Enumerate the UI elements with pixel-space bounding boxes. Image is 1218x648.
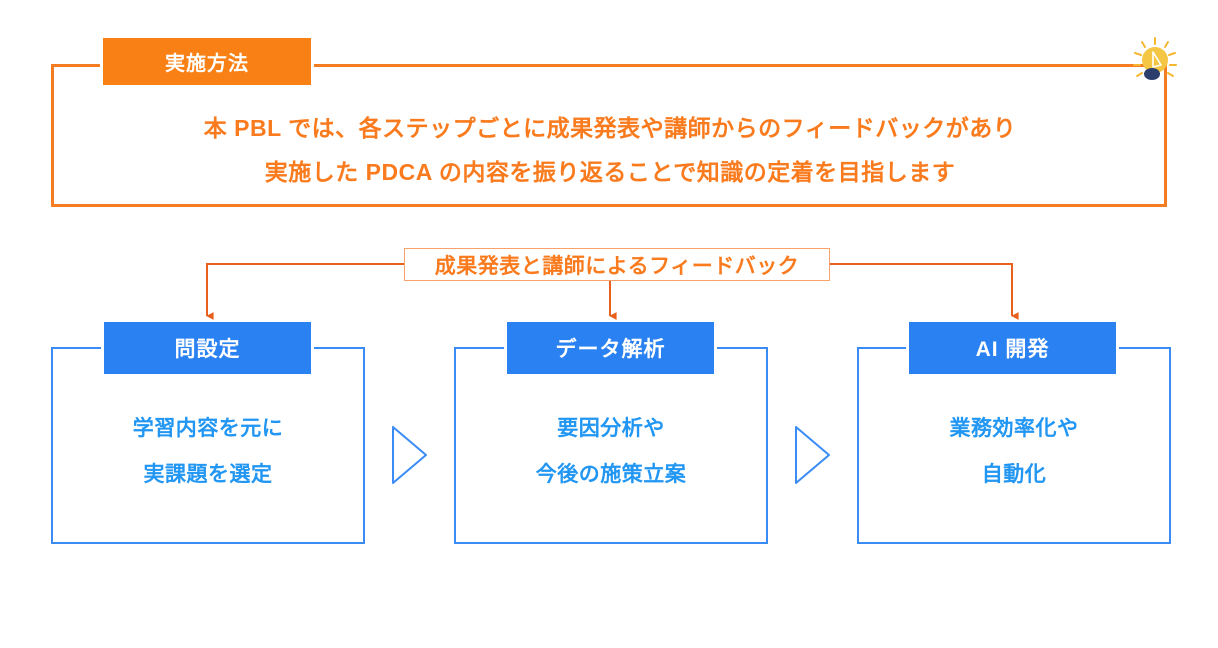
method-title-chip: 実施方法	[103, 38, 311, 85]
step-card-1-header: 問設定	[104, 322, 311, 374]
triangle-right-icon-1	[392, 426, 427, 484]
method-description: 本 PBL では、各ステップごとに成果発表や講師からのフィードバックがあり 実施…	[70, 100, 1150, 196]
step-card-3-line-1: 業務効率化や	[949, 417, 1079, 440]
lightbulb-icon	[1133, 37, 1177, 80]
triangle-right-icon-2	[795, 426, 830, 484]
step-card-3	[857, 347, 1171, 544]
method-description-line-1: 本 PBL では、各ステップごとに成果発表や講師からのフィードバックがあり	[203, 115, 1017, 141]
step-card-1-line-2: 実課題を選定	[143, 463, 273, 486]
step-card-3-line-2: 自動化	[981, 463, 1047, 486]
feedback-branch-right	[830, 263, 1019, 320]
method-description-line-2: 実施した PDCA の内容を振り返ることで知識の定着を目指します	[264, 159, 956, 185]
step-card-1	[51, 347, 365, 544]
step-card-2-line-2: 今後の施策立案	[535, 463, 687, 486]
step-card-2-body: 要因分析や 今後の施策立案	[454, 390, 768, 510]
method-frame	[51, 64, 1167, 207]
step-card-2-header: データ解析	[507, 322, 714, 374]
feedback-branch-left	[206, 263, 404, 320]
step-card-1-body: 学習内容を元に 実課題を選定	[51, 390, 365, 510]
feedback-label: 成果発表と講師によるフィードバック	[404, 248, 830, 281]
step-card-1-line-1: 学習内容を元に	[132, 417, 284, 440]
step-card-2-line-1: 要因分析や	[557, 417, 665, 440]
step-card-3-header: AI 開発	[909, 322, 1116, 374]
step-card-3-body: 業務効率化や 自動化	[857, 390, 1171, 510]
